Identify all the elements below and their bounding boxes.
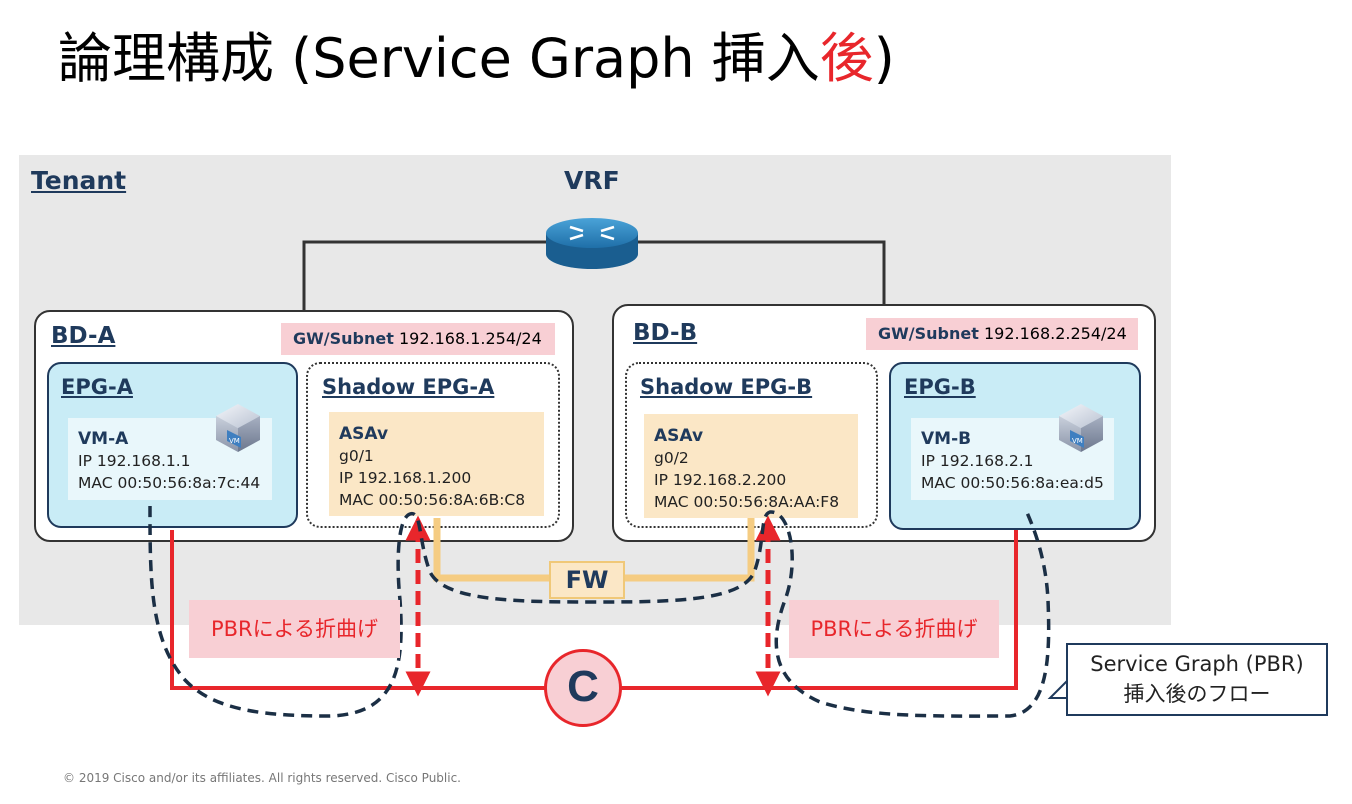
footer-copyright: © 2019 Cisco and/or its affiliates. All … — [63, 771, 461, 785]
bd-b-gw-label: GW/Subnet — [878, 324, 979, 343]
asav-a-mac: MAC 00:50:56:8A:6B:C8 — [339, 491, 526, 509]
asav-a-name: ASAv — [339, 424, 389, 444]
asav-b-name: ASAv — [654, 426, 704, 446]
asav-b-mac: MAC 00:50:56:8A:AA:F8 — [654, 493, 840, 511]
vm-b-icon: VM — [1059, 404, 1103, 452]
bd-b-label: BD-B — [633, 320, 698, 346]
vm-b-name: VM-B — [921, 429, 972, 449]
bd-a-label: BD-A — [51, 323, 116, 349]
vm-b-info: VM-B IP 192.168.2.1 MAC 00:50:56:8a:ea:d… — [921, 428, 1104, 494]
flow-callout: Service Graph (PBR) 挿入後のフロー — [1066, 643, 1328, 716]
asav-b-port: g0/2 — [654, 449, 689, 467]
vm-b-ip: IP 192.168.2.1 — [921, 452, 1034, 470]
fw-link-left — [433, 518, 549, 582]
callout-line2: 挿入後のフロー — [1123, 682, 1271, 706]
epg-a-label: EPG-A — [61, 375, 133, 399]
pbr-label-right: PBRによる折曲げ — [789, 600, 999, 658]
title-highlight: 後 — [819, 27, 874, 90]
vm-a-ip: IP 192.168.1.1 — [78, 452, 191, 470]
bd-b-gw-value: 192.168.2.254/24 — [983, 324, 1127, 343]
title-main: 論理構成 (Service Graph 挿入 — [58, 27, 820, 90]
asav-b-info: ASAv g0/2 IP 192.168.2.200 MAC 00:50:56:… — [654, 425, 839, 513]
asav-a-port: g0/1 — [339, 447, 374, 465]
bd-a-gw-value: 192.168.1.254/24 — [398, 329, 542, 348]
callout-line1: Service Graph (PBR) — [1090, 652, 1304, 676]
bd-a-gw-label: GW/Subnet — [293, 329, 394, 348]
page-title: 論理構成 (Service Graph 挿入後) — [58, 14, 895, 93]
pbr-label-left: PBRによる折曲げ — [189, 600, 400, 658]
service-graph-flow — [148, 505, 1051, 718]
fw-link-right — [625, 518, 755, 582]
bd-b-gw-subnet: GW/Subnet 192.168.2.254/24 — [866, 318, 1138, 350]
epg-b-label: EPG-B — [904, 375, 976, 399]
bd-a-gw-subnet: GW/Subnet 192.168.1.254/24 — [281, 323, 555, 355]
asav-b-ip: IP 192.168.2.200 — [654, 471, 787, 489]
asav-a-panel — [329, 412, 544, 516]
asav-a-ip: IP 192.168.1.200 — [339, 469, 472, 487]
vm-a-icon-text: VM — [229, 437, 240, 445]
shadow-epg-b-label: Shadow EPG-B — [640, 375, 813, 399]
vm-a-name: VM-A — [78, 429, 129, 449]
vm-a-icon: VM — [216, 404, 260, 452]
asav-a-info: ASAv g0/1 IP 192.168.1.200 MAC 00:50:56:… — [339, 423, 525, 511]
shadow-epg-a-label: Shadow EPG-A — [322, 375, 495, 399]
contract-circle: C — [544, 649, 622, 727]
vm-a-info: VM-A IP 192.168.1.1 MAC 00:50:56:8a:7c:4… — [78, 428, 260, 494]
vm-b-mac: MAC 00:50:56:8a:ea:d5 — [921, 474, 1104, 492]
tenant-label: Tenant — [31, 166, 127, 195]
fw-box: FW — [549, 561, 625, 599]
vm-a-mac: MAC 00:50:56:8a:7c:44 — [78, 474, 261, 492]
vrf-label: VRF — [564, 166, 620, 195]
asav-b-panel — [644, 414, 858, 518]
title-end: ) — [873, 27, 895, 90]
vm-b-icon-text: VM — [1072, 437, 1083, 445]
